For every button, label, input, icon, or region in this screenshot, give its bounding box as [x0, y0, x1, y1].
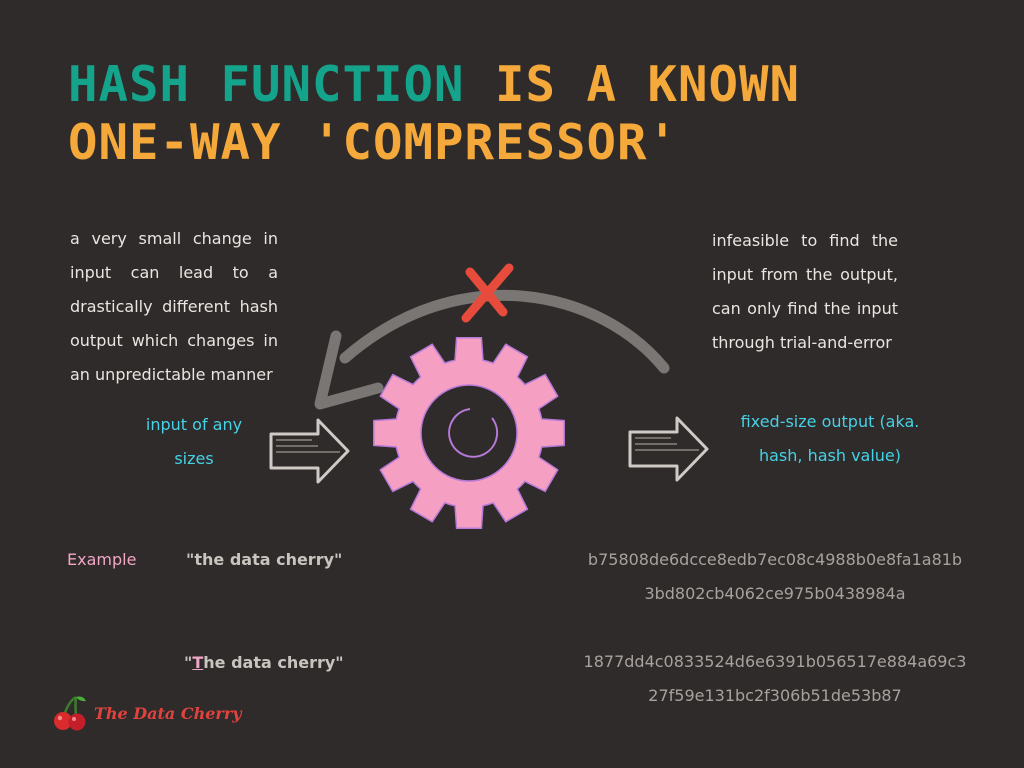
title-line-2: ONE-WAY 'COMPRESSOR' [68, 114, 679, 171]
example-input-1-rest: he data cherry" [202, 550, 343, 569]
example-hash-1-line-1: b75808de6dcce8edb7ec08c4988b0e8fa1a81b [587, 550, 963, 569]
output-label: fixed-size output (aka. hash, hash value… [740, 412, 920, 465]
input-arrow-icon [269, 418, 350, 484]
example-input-2-changed-char: T [192, 653, 204, 672]
cross-icon [461, 263, 514, 323]
title-line-1: HASH FUNCTION IS A KNOWN [68, 56, 968, 114]
input-arrow-shade [276, 439, 340, 453]
gear-icon [373, 337, 565, 529]
output-arrow-shade [635, 437, 699, 451]
output-arrow-icon [628, 416, 709, 482]
example-input-1: "the data cherry" [186, 548, 342, 572]
cherry-icon [54, 695, 86, 731]
title-highlight: HASH FUNCTION [68, 56, 465, 113]
reverse-arrow-curve [339, 289, 670, 374]
title-rest: IS A KNOWN [464, 56, 801, 113]
gear-inner-arc [448, 408, 499, 458]
example-input-2: "The data cherry" [184, 651, 344, 675]
example-input-2-quote: " [184, 653, 193, 672]
note-small-change: a very small change in input can lead to… [70, 229, 278, 384]
gear-hub [420, 384, 518, 482]
brand-name: The Data Cherry [94, 703, 242, 723]
note-one-way: infeasible to find the input from the ou… [712, 231, 898, 352]
example-input-1-first-char: t [194, 550, 202, 569]
brand-logo: The Data Cherry [52, 694, 242, 732]
example-hash-2-line-2: 27f59e131bc2f306b51de53b87 [648, 686, 902, 705]
input-label: input of any sizes [145, 415, 243, 468]
example-hash-2: 1877dd4c0833524d6e6391b056517e884a69c3 2… [560, 645, 990, 713]
example-hash-1-line-2: 3bd802cb4062ce975b0438984a [644, 584, 906, 603]
example-hash-2-line-1: 1877dd4c0833524d6e6391b056517e884a69c3 [583, 652, 967, 671]
example-hash-1: b75808de6dcce8edb7ec08c4988b0e8fa1a81b 3… [560, 543, 990, 611]
example-input-2-rest: he data cherry" [203, 653, 344, 672]
example-label: Example [67, 550, 137, 569]
reverse-arrow-head-icon [314, 330, 384, 410]
page-title: HASH FUNCTION IS A KNOWN ONE-WAY 'COMPRE… [68, 56, 968, 172]
example-input-1-quote: " [186, 550, 195, 569]
